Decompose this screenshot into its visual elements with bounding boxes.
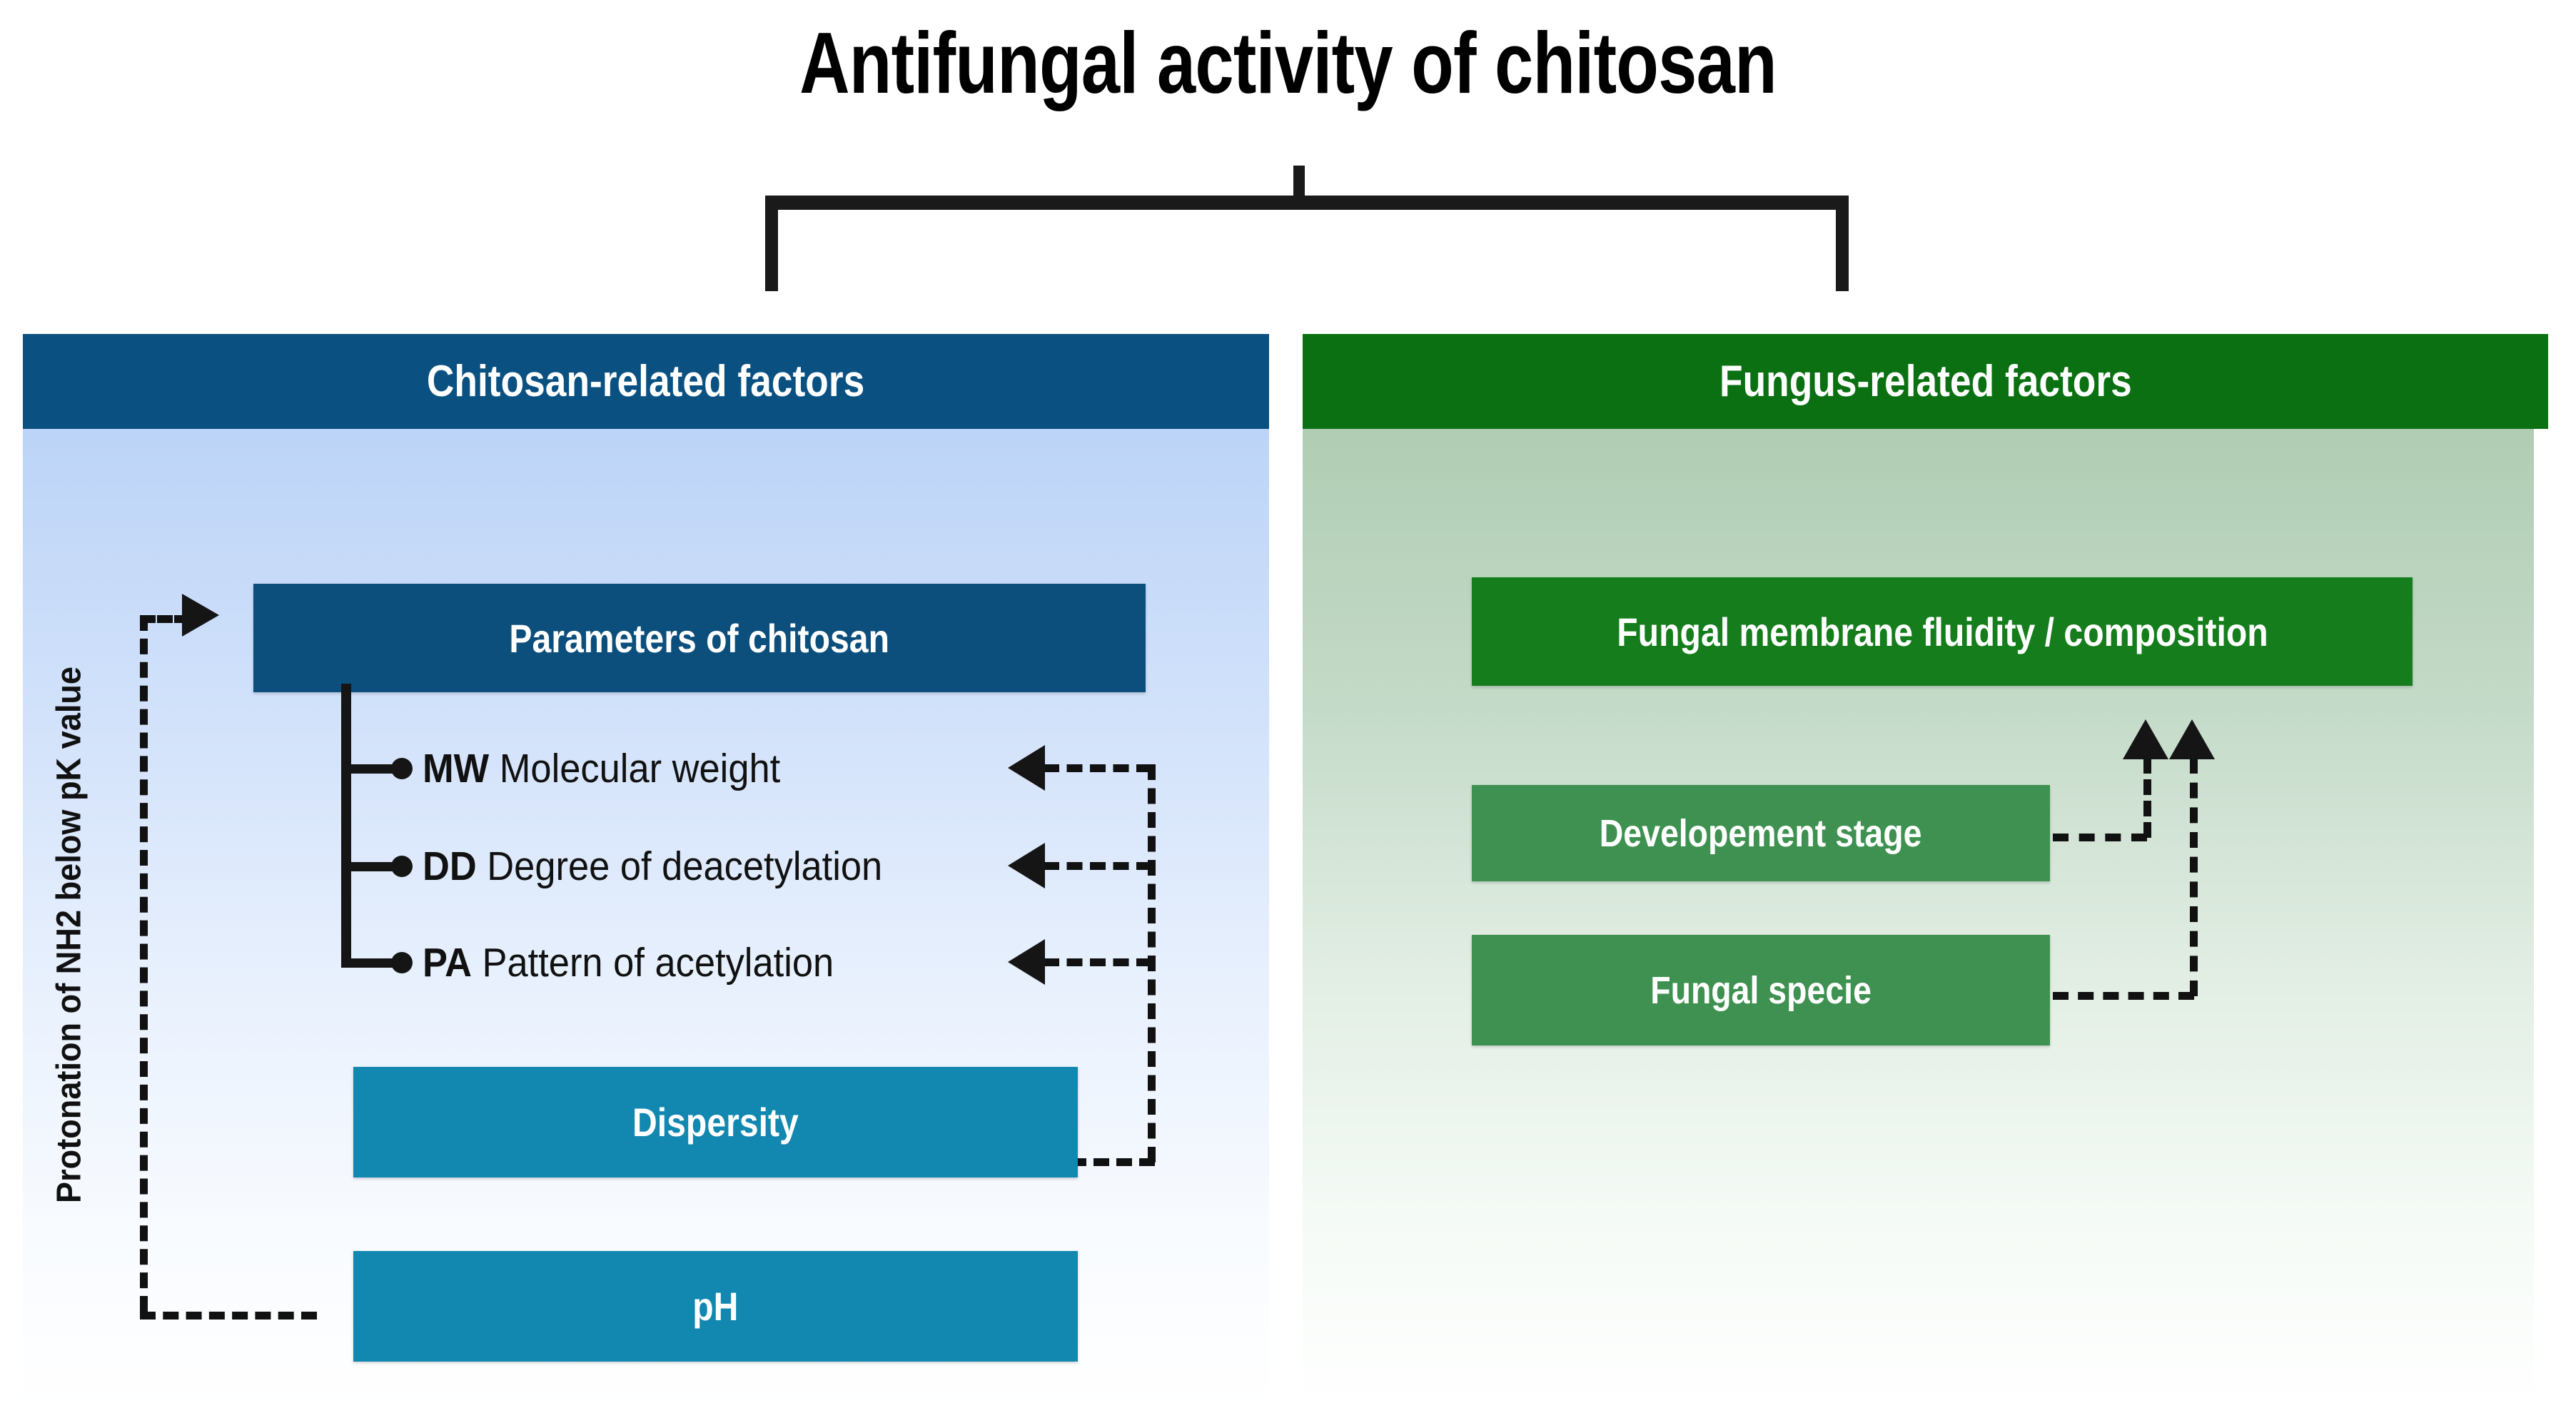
devstage-arrow-horizontal (2053, 834, 2147, 841)
page-title: Antifungal activity of chitosan (799, 14, 1777, 111)
fungal-specie-box[interactable]: Fungal specie (1472, 935, 2050, 1045)
chitosan-panel-header[interactable]: Chitosan-related factors (23, 334, 1269, 429)
parameter-row-pa: PA Pattern of acetylation (423, 939, 834, 986)
protonation-caption-text: Protonation of NH2 below pK value (50, 666, 89, 1204)
bullet-dot-pa (391, 952, 413, 973)
ph-feedback-base (140, 1312, 317, 1320)
parameter-abbr-dd: DD (423, 844, 477, 889)
arrowhead-left-dd (1008, 843, 1045, 888)
ph-feedback-top (140, 615, 190, 623)
arrowhead-left-pa (1008, 939, 1045, 985)
fungal-specie-label: Fungal specie (1650, 968, 1872, 1012)
dispersity-feedback-branch-pa (1044, 958, 1152, 966)
arrowhead-left-mw (1008, 745, 1045, 791)
protonation-caption: Protonation of NH2 below pK value (50, 649, 89, 1220)
parameter-name-dd: Degree of deacetylation (476, 844, 883, 889)
tree-branch-mw (341, 764, 404, 774)
parameter-row-dd: DD Degree of deacetylation (423, 843, 882, 890)
parameter-row-mw: MW Molecular weight (423, 745, 780, 792)
parameters-of-chitosan-box[interactable]: Parameters of chitosan (253, 584, 1146, 692)
tree-branch-dd (341, 862, 404, 871)
parameter-abbr-mw: MW (423, 746, 490, 791)
ph-box[interactable]: pH (353, 1251, 1078, 1362)
bracket-stem (1293, 166, 1305, 203)
development-stage-box[interactable]: Developement stage (1472, 785, 2050, 881)
dispersity-feedback-branch-mw (1044, 764, 1152, 772)
dispersity-box[interactable]: Dispersity (353, 1067, 1078, 1177)
bracket-horizontal (765, 196, 1849, 210)
species-arrow-horizontal (2053, 992, 2194, 1000)
arrowhead-right-parameters (182, 594, 219, 637)
fungal-membrane-label: Fungal membrane fluidity / composition (1616, 609, 2268, 654)
tree-trunk (341, 684, 351, 968)
parameter-name-mw: Molecular weight (489, 746, 781, 791)
fungus-panel-header[interactable]: Fungus-related factors (1303, 334, 2548, 429)
tree-branch-pa (341, 958, 404, 968)
devstage-arrow-vertical (2143, 758, 2151, 838)
arrowhead-up-species (2169, 719, 2215, 759)
chitosan-panel-title: Chitosan-related factors (427, 357, 865, 406)
bracket-right-leg (1836, 196, 1849, 291)
dispersity-feedback-branch-dd (1044, 862, 1152, 870)
fungus-panel-title: Fungus-related factors (1719, 357, 2132, 406)
ph-label: pH (692, 1284, 739, 1329)
species-arrow-vertical (2190, 758, 2198, 996)
bullet-dot-dd (391, 856, 413, 877)
arrowhead-up-devstage (2123, 719, 2168, 759)
parameter-name-pa: Pattern of acetylation (471, 940, 834, 986)
fungal-membrane-box[interactable]: Fungal membrane fluidity / composition (1472, 577, 2413, 686)
bullet-dot-mw (391, 758, 413, 779)
fungus-panel-body (1303, 429, 2534, 1408)
dispersity-label: Dispersity (632, 1100, 799, 1145)
protonation-caption-wrap: Protonation of NH2 below pK value (44, 578, 94, 1292)
dispersity-feedback-base (1071, 1158, 1155, 1166)
parameters-of-chitosan-label: Parameters of chitosan (509, 615, 890, 661)
bracket-left-leg (765, 196, 778, 291)
ph-feedback-trunk (140, 615, 148, 1312)
development-stage-label: Developement stage (1600, 811, 1922, 855)
parameter-abbr-pa: PA (423, 940, 472, 986)
